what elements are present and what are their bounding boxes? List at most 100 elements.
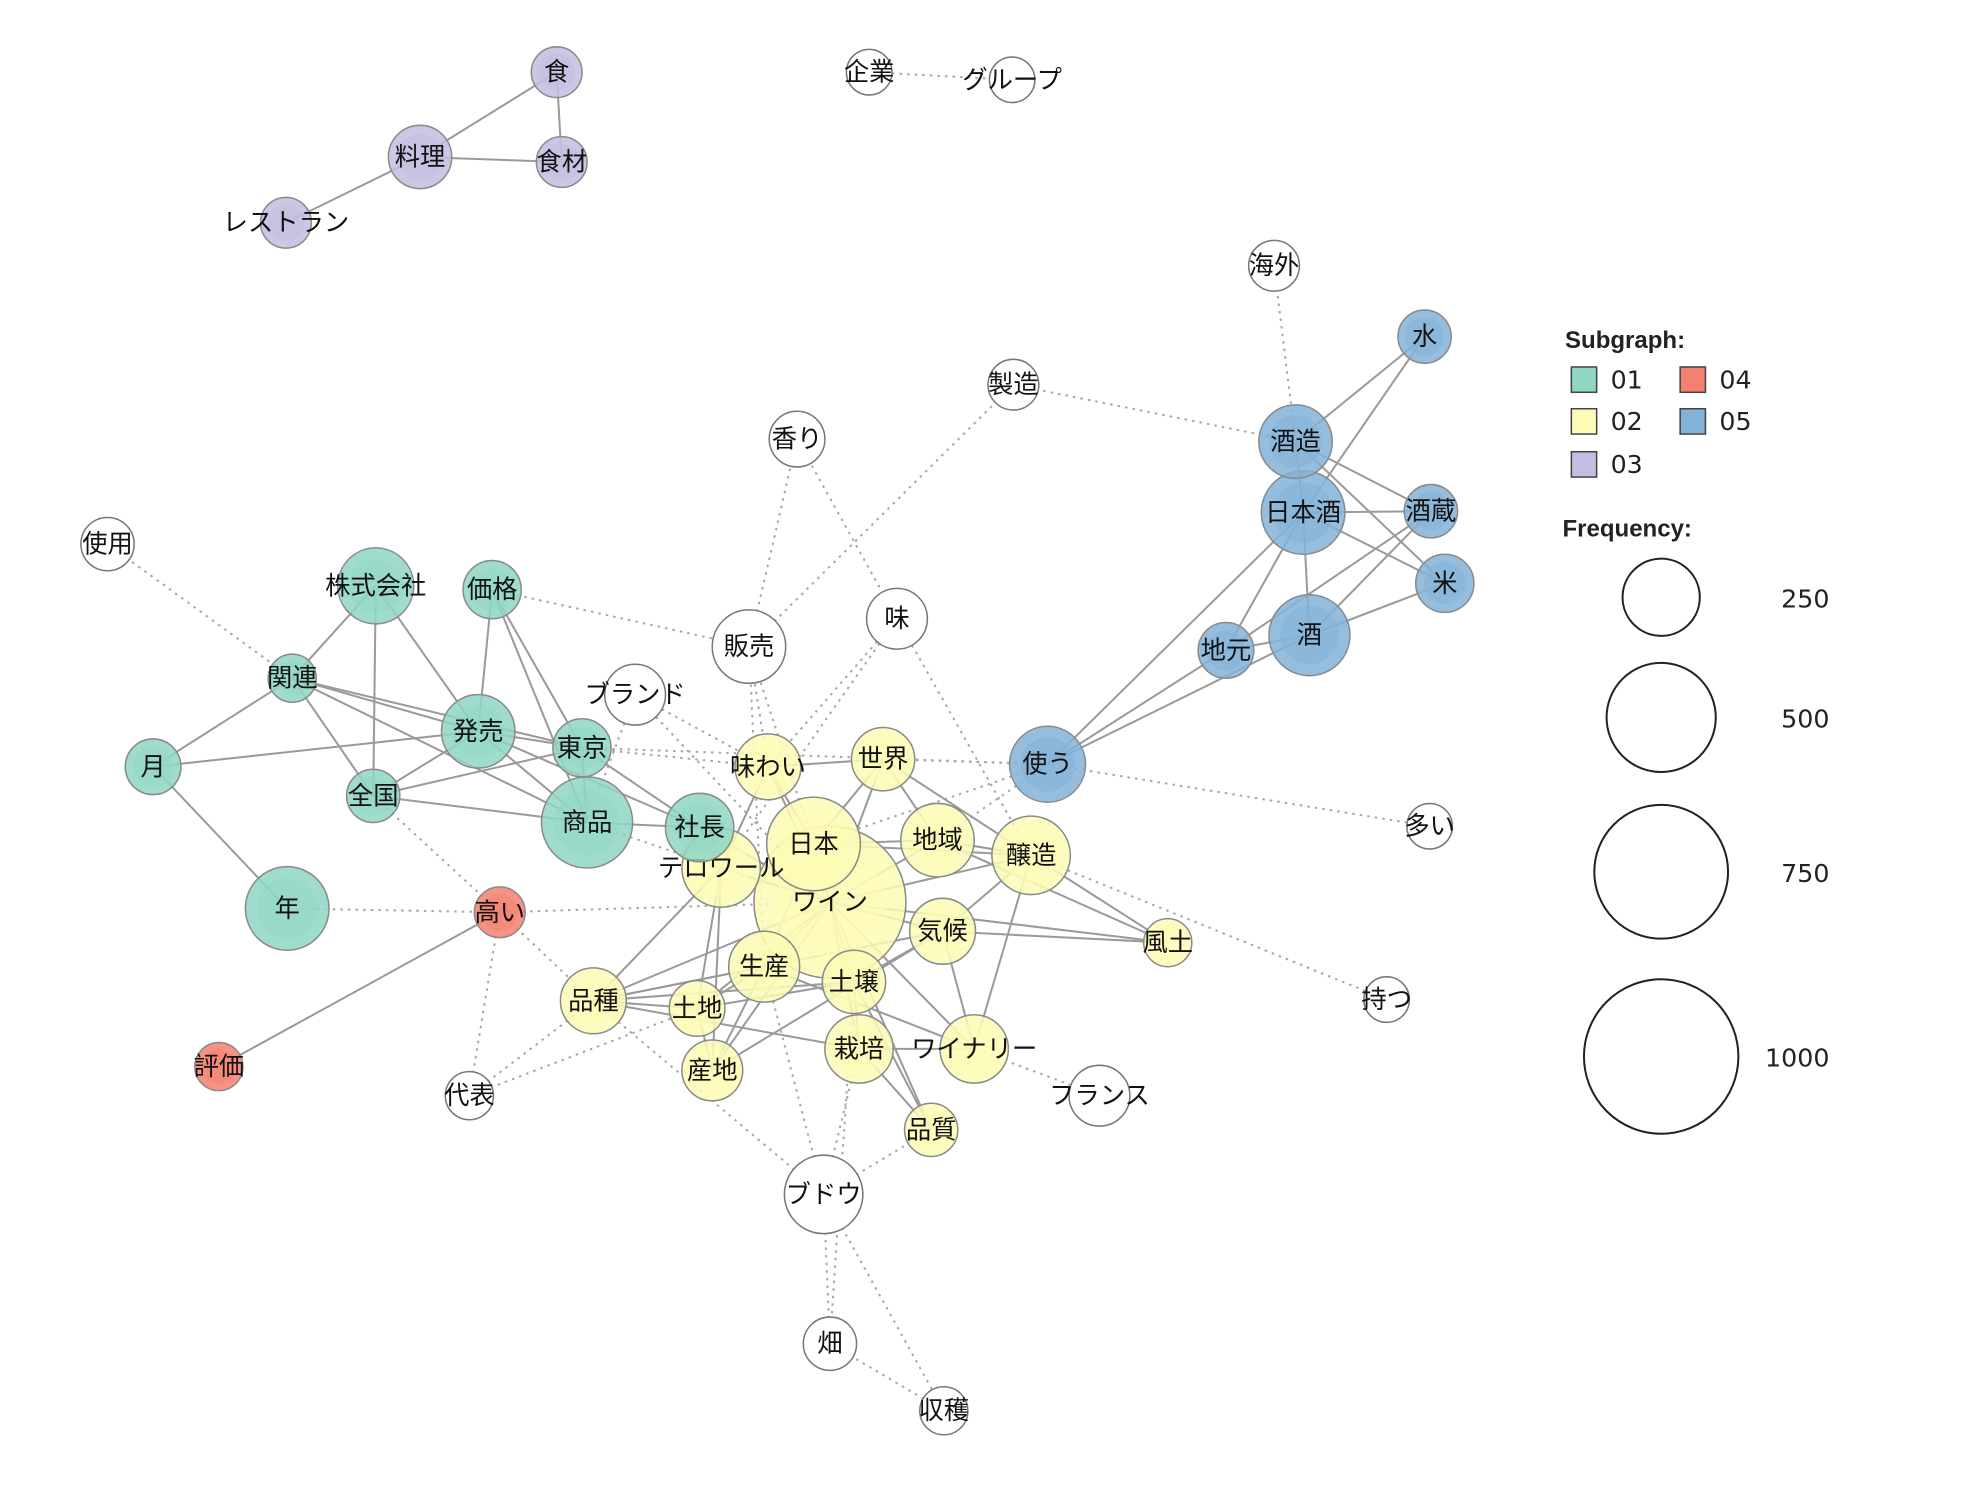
node-製造[interactable]: 製造	[987, 358, 1040, 411]
node-label: レストラン	[223, 208, 350, 237]
node-core	[274, 660, 310, 696]
node-持つ[interactable]: 持つ	[1361, 976, 1412, 1024]
edge-dotted	[869, 71, 1013, 81]
node-core	[1280, 606, 1339, 665]
legend-size-250: 250	[1621, 557, 1829, 637]
legend-size-500: 500	[1605, 661, 1829, 774]
node-評価[interactable]: 評価	[194, 1041, 245, 1092]
node-label: 醸造	[1006, 841, 1057, 870]
node-生産[interactable]: 生産	[727, 930, 801, 1003]
node-core	[677, 988, 718, 1029]
node-レストラン[interactable]: レストラン	[223, 196, 350, 249]
edge-dotted	[106, 543, 293, 680]
legend-size-label: 250	[1781, 584, 1829, 613]
node-畑[interactable]: 畑	[802, 1316, 858, 1372]
node-core	[1411, 492, 1451, 531]
node-label: 全国	[348, 781, 399, 810]
node-収穫[interactable]: 収穫	[919, 1385, 970, 1436]
node-label: 企業	[844, 58, 895, 87]
legend-item-03: 03	[1570, 450, 1643, 479]
node-年[interactable]: 年	[244, 865, 330, 952]
node-味[interactable]: 味	[865, 587, 929, 650]
legend-label: 03	[1611, 450, 1643, 479]
node-グループ[interactable]: グループ	[962, 56, 1062, 104]
node-地域[interactable]: 地域	[900, 802, 975, 878]
node-風土[interactable]: 風土	[1142, 917, 1193, 968]
node-品質[interactable]: 品質	[903, 1102, 959, 1158]
node-世界[interactable]: 世界	[850, 726, 916, 792]
node-土地[interactable]: 土地	[668, 979, 726, 1038]
node-社長[interactable]: 社長	[664, 792, 735, 863]
node-circle	[783, 1154, 864, 1235]
node-core	[738, 941, 790, 993]
node-土壌[interactable]: 土壌	[821, 949, 887, 1015]
node-酒蔵[interactable]: 酒蔵	[1403, 483, 1459, 539]
node-circle	[987, 358, 1040, 411]
node-label: ワイナリー	[911, 1034, 1037, 1063]
edge-solid	[292, 677, 583, 749]
node-味わい[interactable]: 味わい	[730, 733, 806, 801]
node-circle	[768, 410, 826, 468]
edge-dotted	[469, 1007, 698, 1097]
legend-swatch	[1570, 407, 1598, 435]
node-商品[interactable]: 商品	[540, 776, 634, 869]
node-circle	[1363, 976, 1411, 1024]
node-醸造[interactable]: 醸造	[991, 815, 1072, 896]
node-label: 社長	[674, 813, 725, 842]
node-企業[interactable]: 企業	[844, 48, 895, 96]
node-使用[interactable]: 使用	[80, 516, 135, 572]
node-価格[interactable]: 価格	[462, 559, 523, 620]
node-label: 気候	[917, 917, 968, 946]
node-食[interactable]: 食	[530, 46, 583, 99]
node-フランス[interactable]: フランス	[1049, 1064, 1150, 1127]
node-circle	[80, 516, 135, 572]
node-株式会社[interactable]: 株式会社	[325, 547, 426, 625]
nodes-layer: ワイン日本商品年日本酒酒ブドウ醸造テロワール株式会社使う販売発売酒造地域生産社長…	[80, 46, 1475, 1436]
node-core	[834, 1024, 884, 1074]
node-label: 株式会社	[325, 571, 426, 600]
node-月[interactable]: 月	[124, 738, 182, 796]
node-label: 持つ	[1361, 985, 1412, 1014]
node-食材[interactable]: 食材	[535, 135, 588, 189]
legend-size-label: 1000	[1765, 1044, 1829, 1073]
node-品種[interactable]: 品種	[559, 967, 628, 1035]
node-circle	[802, 1316, 858, 1372]
node-酒[interactable]: 酒	[1268, 593, 1351, 677]
node-circle	[1068, 1064, 1131, 1127]
edge-dotted	[287, 907, 500, 914]
node-販売[interactable]: 販売	[711, 609, 787, 685]
node-米[interactable]: 米	[1414, 553, 1475, 614]
node-core	[744, 743, 792, 791]
node-ブランド[interactable]: ブランド	[585, 663, 686, 726]
node-使う[interactable]: 使う	[1008, 725, 1087, 803]
node-全国[interactable]: 全国	[345, 768, 401, 824]
node-代表[interactable]: 代表	[444, 1070, 495, 1121]
node-core	[561, 726, 603, 769]
node-多い[interactable]: 多い	[1404, 802, 1455, 850]
node-高い[interactable]: 高い	[473, 886, 526, 939]
node-日本[interactable]: 日本	[765, 796, 862, 892]
node-日本酒[interactable]: 日本酒	[1260, 469, 1346, 556]
node-ブドウ[interactable]: ブドウ	[783, 1154, 864, 1235]
node-関連[interactable]: 関連	[267, 653, 318, 704]
node-ワイナリー[interactable]: ワイナリー	[911, 1013, 1037, 1084]
node-気候[interactable]: 気候	[908, 897, 977, 965]
edge-solid	[711, 930, 944, 1072]
node-海外[interactable]: 海外	[1247, 239, 1301, 292]
node-label: 味	[884, 604, 909, 633]
edge-solid	[152, 730, 479, 768]
node-core	[949, 1024, 999, 1074]
node-地元[interactable]: 地元	[1197, 621, 1255, 679]
node-料理[interactable]: 料理	[387, 124, 453, 190]
node-水[interactable]: 水	[1397, 309, 1452, 365]
node-label: 海外	[1249, 251, 1300, 280]
node-酒造[interactable]: 酒造	[1258, 404, 1334, 480]
node-label: 高い	[474, 898, 525, 927]
node-産地[interactable]: 産地	[681, 1039, 744, 1102]
node-発売[interactable]: 発売	[440, 693, 516, 769]
node-label: 製造	[988, 370, 1039, 399]
node-栽培[interactable]: 栽培	[824, 1013, 894, 1084]
node-東京[interactable]: 東京	[552, 717, 612, 778]
node-香り[interactable]: 香り	[768, 410, 826, 468]
